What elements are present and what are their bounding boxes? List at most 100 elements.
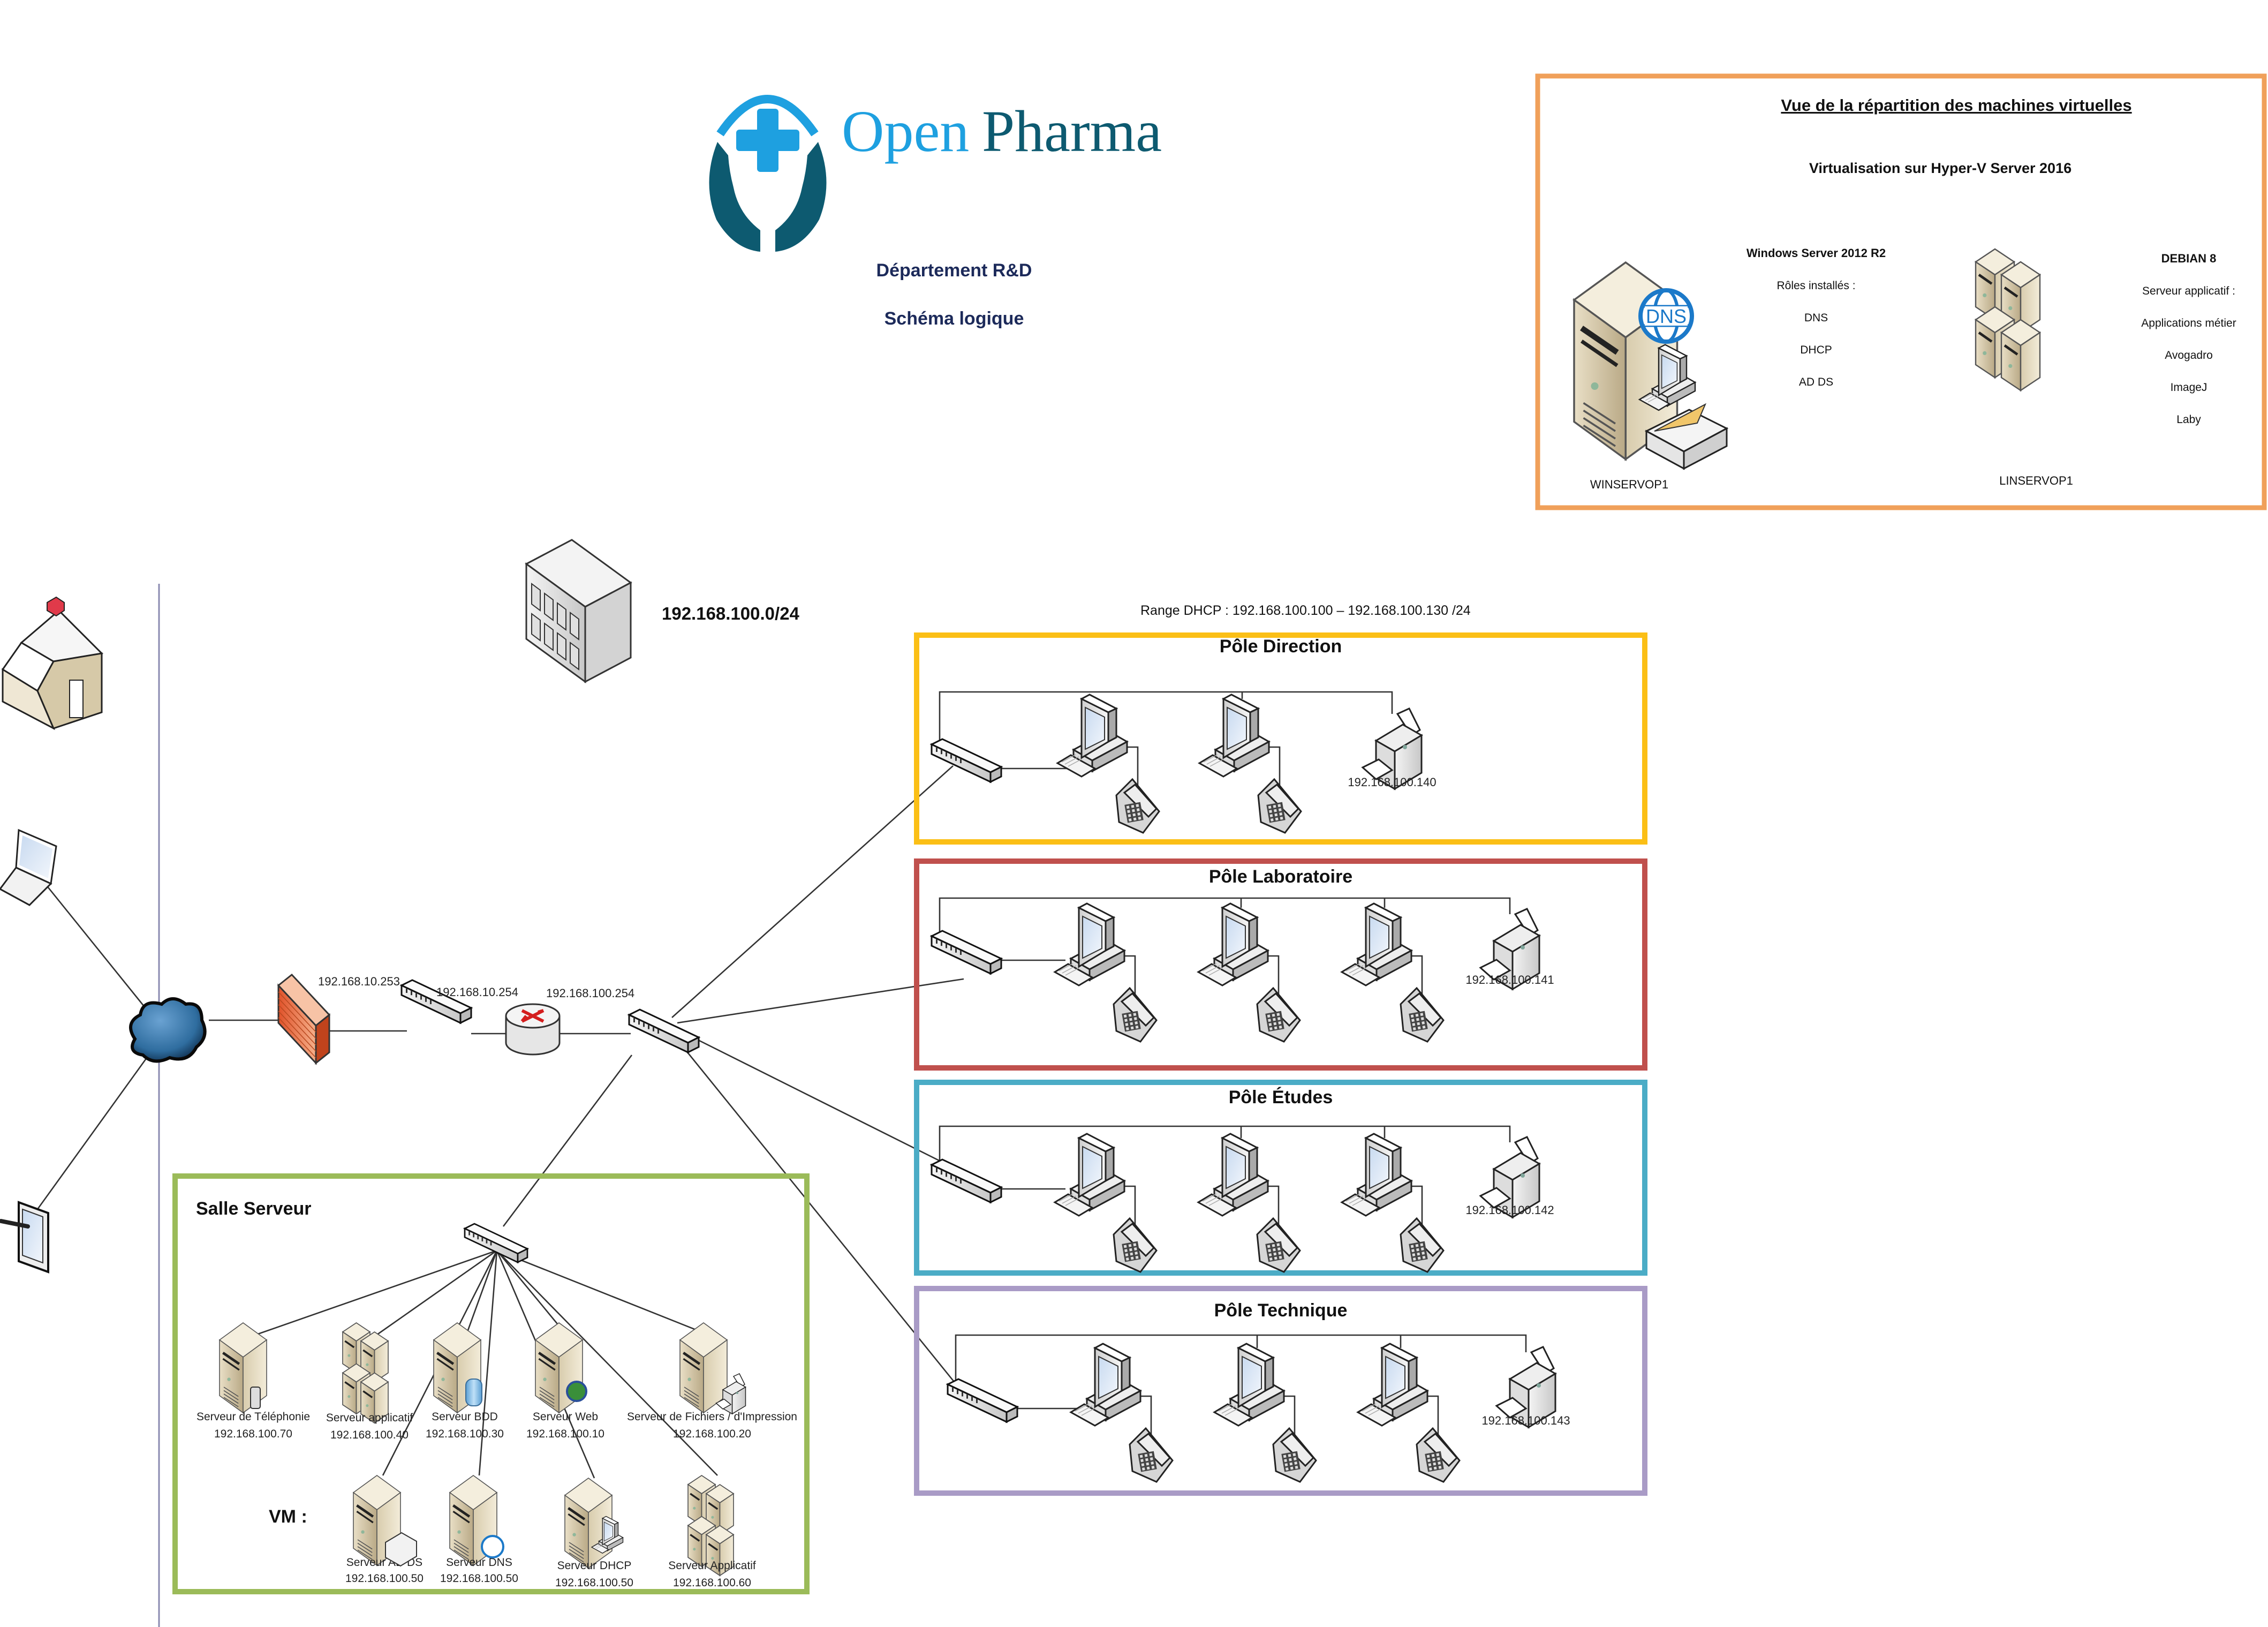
network-link — [496, 1250, 718, 1476]
windows-roles-label: Rôles installés : — [1776, 280, 1855, 292]
linux-server-cluster-icon — [1974, 248, 2042, 392]
windows-hostname: WINSERVOP1 — [1590, 478, 1668, 491]
linux-roles-label: Serveur applicatif : — [2142, 285, 2235, 297]
vm-server-ip-label: 192.168.100.50 — [555, 1577, 633, 1589]
printer-icon — [715, 1373, 746, 1415]
logo-hands-cross-icon — [709, 95, 827, 252]
desktop-computer-icon — [1198, 694, 1271, 778]
network-link — [374, 1249, 497, 1337]
desk-phone-icon — [1113, 1217, 1158, 1273]
network-link — [36, 1049, 154, 1210]
desktop-computer-icon — [1213, 1343, 1286, 1427]
network-link — [496, 1249, 713, 1337]
printer-ip-label: 192.168.100.141 — [1465, 973, 1554, 986]
vm-panel-title: Vue de la répartition des machines virtu… — [1781, 96, 2131, 115]
server-name-label: Serveur BDD — [432, 1411, 498, 1423]
desk-phone-icon — [1400, 986, 1445, 1043]
router-icon — [505, 1003, 561, 1056]
diagram-subtitle: Schéma logique — [884, 308, 1024, 329]
house-icon — [1, 596, 104, 730]
switch-icon — [946, 1378, 1019, 1423]
cloud-icon — [129, 997, 207, 1063]
pole-title: Pôle Études — [1229, 1087, 1333, 1108]
laptop-icon — [0, 828, 57, 906]
database-icon — [465, 1379, 482, 1406]
vm-section-label: VM : — [269, 1507, 307, 1527]
network-link — [695, 1038, 964, 1174]
desk-phone-icon — [1129, 1427, 1174, 1483]
network-link — [677, 978, 964, 1024]
switch-icon — [627, 1008, 701, 1054]
desk-phone-icon — [1256, 1217, 1301, 1273]
network-link — [502, 1054, 633, 1227]
vm-server-name-label: Serveur DNS — [446, 1556, 512, 1569]
linux-role: Applications métier — [2141, 317, 2236, 329]
network-link — [955, 1334, 1527, 1387]
vm-server-ip-label: 192.168.100.50 — [440, 1572, 518, 1585]
server-room-title: Salle Serveur — [196, 1199, 311, 1219]
switch-icon — [463, 1223, 530, 1264]
server-ip-label: 192.168.100.10 — [526, 1428, 604, 1440]
dns-globe-icon: DNS — [1638, 288, 1694, 344]
server-name-label: Serveur applicatif — [326, 1412, 413, 1424]
switch-icon — [929, 738, 1003, 784]
pole-frame — [914, 1286, 1647, 1496]
printer-ip-label: 192.168.100.140 — [1348, 775, 1436, 789]
desk-phone-icon — [1115, 778, 1160, 834]
server-cluster-icon — [687, 1474, 735, 1577]
desk-phone-icon — [1400, 1217, 1445, 1273]
pole-group: Pôle Laboratoire 192.168.100.141 — [914, 858, 1647, 1071]
network-link — [939, 897, 1511, 939]
desk-phone-icon — [1416, 1427, 1461, 1483]
server-ip-label: 192.168.100.40 — [330, 1429, 409, 1441]
desktop-computer-icon — [1356, 1343, 1430, 1427]
department-title: Département R&D — [876, 260, 1032, 281]
network-link — [939, 691, 1393, 747]
server-tower-icon — [679, 1322, 728, 1414]
pole-frame — [914, 1080, 1647, 1276]
linux-role: Laby — [2176, 413, 2201, 426]
printer-ip-label: 192.168.100.143 — [1481, 1414, 1570, 1427]
linux-role: Avogadro — [2165, 349, 2213, 361]
pole-group: Pôle Direction 192.168.100.140 — [914, 632, 1647, 845]
desktop-computer-icon — [1056, 694, 1129, 778]
switch-icon — [929, 930, 1003, 975]
pole-title: Pôle Direction — [1220, 636, 1342, 657]
switch-icon — [929, 1158, 1003, 1204]
mobile-phone-icon — [250, 1387, 261, 1409]
firewall-icon — [277, 973, 331, 1065]
router-wan-ip-label: 192.168.10.254 — [436, 985, 518, 999]
desktop-computer-icon — [1197, 1133, 1270, 1217]
vm-server-ip-label: 192.168.100.60 — [673, 1577, 751, 1589]
dns-globe-icon — [481, 1535, 504, 1558]
network-link — [465, 1250, 498, 1337]
building-icon — [525, 539, 632, 683]
server-tower-icon — [352, 1475, 402, 1566]
server-cluster-icon — [342, 1322, 389, 1424]
pole-title: Pôle Technique — [1214, 1300, 1348, 1321]
server-name-label: Serveur de Fichiers / d'Impression — [627, 1411, 797, 1423]
router-lan-ip-label: 192.168.100.254 — [546, 986, 634, 1000]
dns-badge-text: DNS — [1646, 305, 1687, 327]
vm-distribution-panel: Vue de la répartition des machines virtu… — [1535, 73, 2267, 510]
pole-title: Pôle Laboratoire — [1209, 867, 1352, 887]
network-link — [496, 1250, 569, 1337]
desktop-computer-icon — [591, 1516, 624, 1554]
windows-role: AD DS — [1799, 376, 1833, 388]
windows-os-label: Windows Server 2012 R2 — [1747, 246, 1886, 260]
server-room: Salle Serveur VM : Serveur de Téléphonie… — [172, 1173, 810, 1594]
server-ip-label: 192.168.100.20 — [673, 1428, 751, 1440]
network-link — [27, 862, 156, 1021]
printer-icon — [1495, 1346, 1557, 1429]
switch-icon — [399, 979, 473, 1025]
vm-server-ip-label: 192.168.100.50 — [345, 1572, 424, 1585]
desktop-computer-icon — [1053, 1133, 1127, 1217]
desktop-computer-icon — [1053, 902, 1127, 986]
server-ip-label: 192.168.100.30 — [426, 1428, 504, 1440]
printer-icon — [1361, 707, 1423, 790]
network-link — [684, 1049, 959, 1388]
logo-word-pharma: Pharma — [982, 99, 1162, 164]
tablet-icon — [0, 1201, 49, 1274]
